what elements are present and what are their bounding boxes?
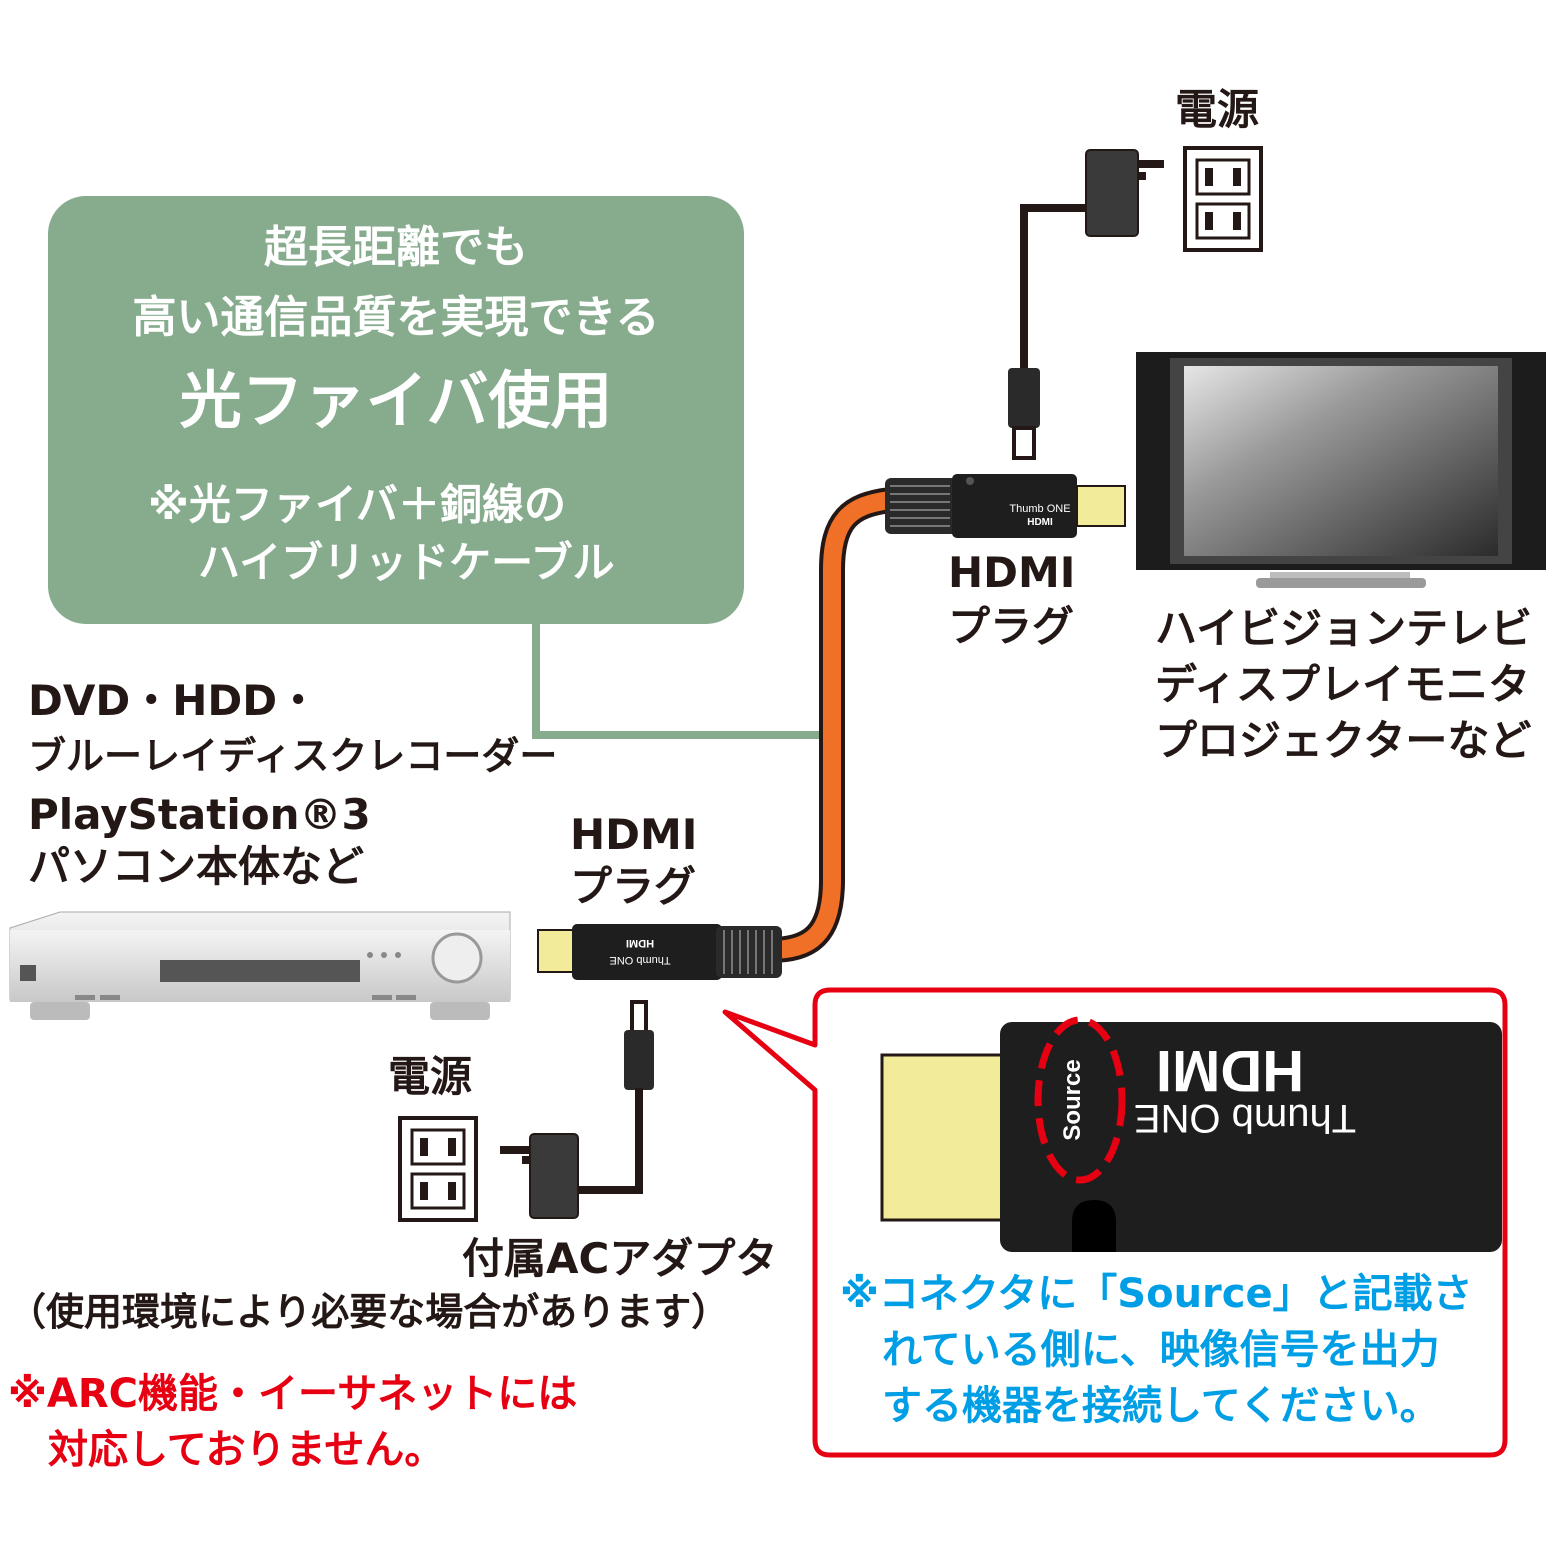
source-label-line4: パソコン本体など [28,842,365,891]
tv-label-line2: ディスプレイモニタ [1155,660,1531,709]
tv-label-line3: プロジェクターなど [1155,716,1532,765]
power-adapter-bottom [500,1000,654,1219]
recorder-illustration [9,911,511,1020]
fiber-info-box: 超長距離でも 高い通信品質を実現できる 光ファイバ使用 ※光ファイバ＋銅線の ハ… [48,196,744,624]
connector-note-line1: ※コネクタに「Source」と記載さ [840,1271,1473,1317]
wall-outlet-bottom [398,1116,478,1222]
source-label-line3: PlayStation®3 [28,790,371,839]
hdmi-plug-tv-label-line1: HDMI [948,548,1076,597]
power-label-top: 電源 [1175,85,1260,134]
fiber-note-line1: ※光ファイバ＋銅線の [148,480,566,529]
fiber-info-line2: 高い通信品質を実現できる [132,292,660,343]
hdmi-plug-source-label-line1: HDMI [570,810,698,859]
svg-text:Thumb ONE: Thumb ONE [1134,1096,1356,1140]
adapter-label-line1: 付属ACアダプタ [462,1234,778,1283]
tv-label-line1: ハイビジョンテレビ [1155,604,1533,653]
svg-text:HDMI: HDMI [626,937,654,949]
svg-text:HDMI: HDMI [1027,517,1053,528]
tv-illustration [1136,352,1546,588]
fiber-headline: 光ファイバ使用 [179,364,613,437]
svg-text:HDMI: HDMI [1156,1038,1304,1103]
power-adapter-top [1008,149,1164,460]
svg-text:Thumb ONE: Thumb ONE [609,954,670,966]
wall-outlet-top [1183,146,1263,252]
adapter-label-line2: （使用環境により必要な場合があります） [8,1290,730,1334]
callout-leader-line [532,620,830,739]
hdmi-plug-source-label-line2: プラグ [570,862,697,911]
source-label-line1: DVD・HDD・ [28,676,320,725]
power-label-bottom: 電源 [388,1052,473,1101]
connector-note-line2: れている側に、映像信号を出力 [882,1327,1440,1373]
fiber-info-line1: 超長距離でも [264,222,528,273]
fiber-note-line2: ハイブリッドケーブル [198,538,615,587]
source-label-line2: ブルーレイディスクレコーダー [28,734,558,778]
connector-closeup: HDMI Thumb ONE Source [880,1016,1502,1252]
hdmi-plug-tv-side: Thumb ONE HDMI [885,474,1126,538]
svg-text:Thumb ONE: Thumb ONE [1009,503,1070,515]
hdmi-plug-source-side: HDMI Thumb ONE [537,924,782,980]
connector-note-line3: する機器を接続してください。 [882,1383,1440,1429]
hdmi-plug-tv-label-line2: プラグ [948,602,1075,651]
arc-note-line1: ※ARC機能・イーサネットには [8,1371,578,1417]
source-marker-text: Source [1059,1059,1086,1140]
arc-note-line2: 対応しておりません。 [48,1427,445,1473]
